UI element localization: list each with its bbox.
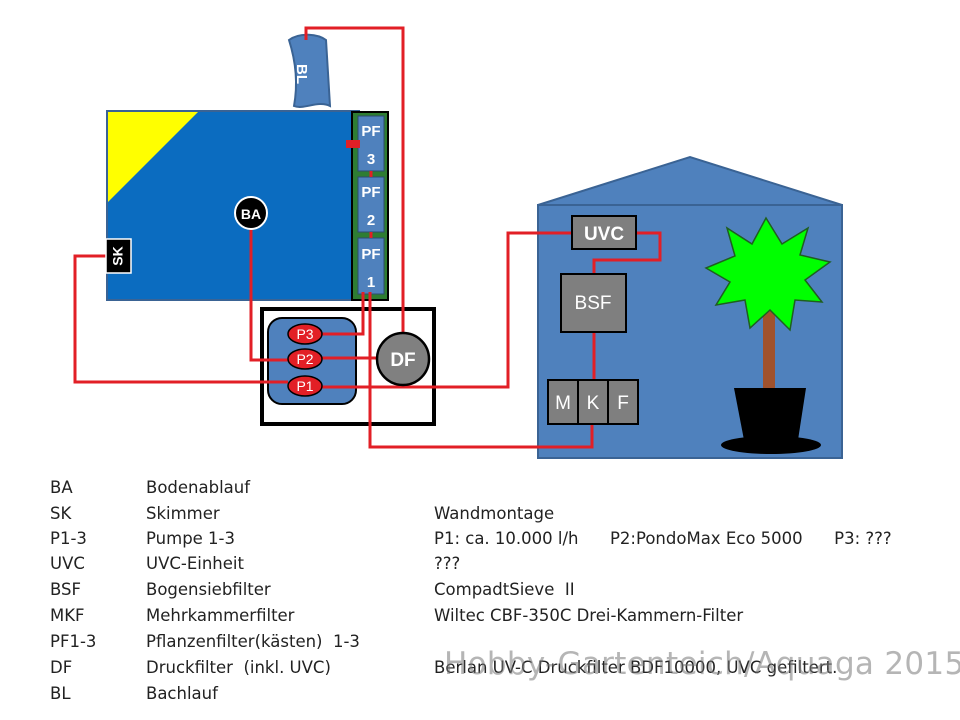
druckfilter-label: DF bbox=[390, 350, 415, 371]
legend-abbr: MKF bbox=[50, 606, 85, 625]
pump-p2 bbox=[287, 348, 323, 370]
plant-filter-3-label-b: 3 bbox=[367, 151, 375, 168]
pipe-p1-uvc bbox=[322, 231, 572, 389]
legend-row: P1-3 Pumpe 1-3 P1: ca. 10.000 l/h P2:Pon… bbox=[50, 529, 950, 555]
legend-abbr: BSF bbox=[50, 580, 81, 599]
legend-name: Mehrkammerfilter bbox=[146, 606, 295, 625]
pump-p1 bbox=[287, 375, 323, 397]
pump-p3-label: P3 bbox=[296, 326, 313, 342]
plant-filter-1-label-b: 1 bbox=[367, 274, 375, 291]
legend-abbr: BA bbox=[50, 478, 73, 497]
pump-p2-label: P2 bbox=[296, 351, 313, 367]
bsf-unit bbox=[560, 273, 627, 333]
skimmer bbox=[105, 238, 132, 274]
pf3-outlet bbox=[346, 140, 360, 148]
legend-note: Berlan UV-C Druckfilter BDF10000, UVC ge… bbox=[434, 658, 838, 677]
bodenablauf-label: BA bbox=[241, 206, 261, 222]
legend-name: Bogensiebfilter bbox=[146, 580, 271, 599]
pond-filter-diagram: BL PF 3 PF 2 PF 1 P3 P2 P bbox=[73, 26, 843, 459]
bachlauf-stream bbox=[287, 33, 332, 108]
druckfilter bbox=[375, 331, 431, 387]
legend-abbr: SK bbox=[50, 504, 72, 523]
legend-row: MKF Mehrkammerfilter Wiltec CBF-350C Dre… bbox=[50, 606, 950, 632]
pipe-sk-p1 bbox=[73, 254, 288, 384]
skimmer-label: SK bbox=[110, 246, 126, 265]
legend-abbr: BL bbox=[50, 684, 71, 703]
pump-p1-label: P1 bbox=[296, 378, 313, 394]
watermark: Hobby-Gartenteich/Aquaga 2015 bbox=[444, 646, 960, 682]
mkf-m-label: M bbox=[555, 393, 571, 414]
legend-note: Wandmontage bbox=[434, 504, 555, 523]
legend-abbr: DF bbox=[50, 658, 73, 677]
pump-p3 bbox=[287, 323, 323, 345]
greenhouse-roof bbox=[537, 155, 843, 206]
mkf-chamber-f bbox=[607, 379, 639, 425]
legend-name: Pflanzenfilter(kästen) 1-3 bbox=[146, 632, 360, 651]
legend-abbr: UVC bbox=[50, 554, 85, 573]
legend-name: UVC-Einheit bbox=[146, 554, 244, 573]
pipe-p3-pf1 bbox=[322, 292, 365, 336]
bachlauf-label: BL bbox=[293, 64, 310, 84]
legend-name: Bachlauf bbox=[146, 684, 218, 703]
mkf-k-label: K bbox=[587, 393, 600, 414]
mkf-chamber-k bbox=[577, 379, 609, 425]
legend-note: Wiltec CBF-350C Drei-Kammern-Filter bbox=[434, 606, 744, 625]
legend-name: Druckfilter (inkl. UVC) bbox=[146, 658, 331, 677]
plant-pot-base bbox=[721, 436, 821, 454]
legend-row: BA Bodenablauf bbox=[50, 478, 950, 504]
bodenablauf bbox=[234, 196, 268, 230]
legend-row: PF1-3 Pflanzenfilter(kästen) 1-3 bbox=[50, 632, 950, 658]
pipe-uvc-bsf bbox=[592, 231, 662, 274]
plant-filter-2-label-b: 2 bbox=[367, 212, 375, 229]
legend-name: Bodenablauf bbox=[146, 478, 251, 497]
plant-filter-2-label-a: PF bbox=[361, 184, 380, 201]
mkf-f-label: F bbox=[617, 393, 629, 414]
legend-row: UVC UVC-Einheit ??? bbox=[50, 554, 950, 580]
pipe-network bbox=[73, 26, 662, 449]
plant-trunk bbox=[763, 300, 775, 392]
legend-note: P1: ca. 10.000 l/h P2:PondoMax Eco 5000 … bbox=[434, 529, 892, 548]
plant-leaves bbox=[704, 216, 832, 332]
uvc-label: UVC bbox=[584, 224, 624, 245]
plant-filter-3-label-a: PF bbox=[361, 123, 380, 140]
legend-name: Skimmer bbox=[146, 504, 220, 523]
legend-row: DF Druckfilter (inkl. UVC) Berlan UV-C D… bbox=[50, 658, 950, 684]
plant-pot bbox=[734, 388, 806, 440]
uvc-unit bbox=[571, 215, 637, 250]
legend-abbr: P1-3 bbox=[50, 529, 87, 548]
plant-filter-1-label-a: PF bbox=[361, 246, 380, 263]
bsf-label: BSF bbox=[575, 293, 612, 314]
legend-note: CompadtSieve II bbox=[434, 580, 575, 599]
pond bbox=[106, 110, 360, 301]
pipe-pf1-mkf bbox=[368, 292, 594, 449]
legend-abbr: PF1-3 bbox=[50, 632, 97, 651]
legend-row: BSF Bogensiebfilter CompadtSieve II bbox=[50, 580, 950, 606]
legend-name: Pumpe 1-3 bbox=[146, 529, 236, 548]
pipe-ba-p2 bbox=[249, 218, 288, 362]
legend-row: BL Bachlauf bbox=[50, 684, 950, 710]
pipe-df-bachlauf bbox=[304, 26, 405, 335]
legend-row: SK Skimmer Wandmontage bbox=[50, 504, 950, 530]
legend-note: ??? bbox=[434, 554, 461, 573]
pond-yellow-corner bbox=[108, 112, 198, 202]
